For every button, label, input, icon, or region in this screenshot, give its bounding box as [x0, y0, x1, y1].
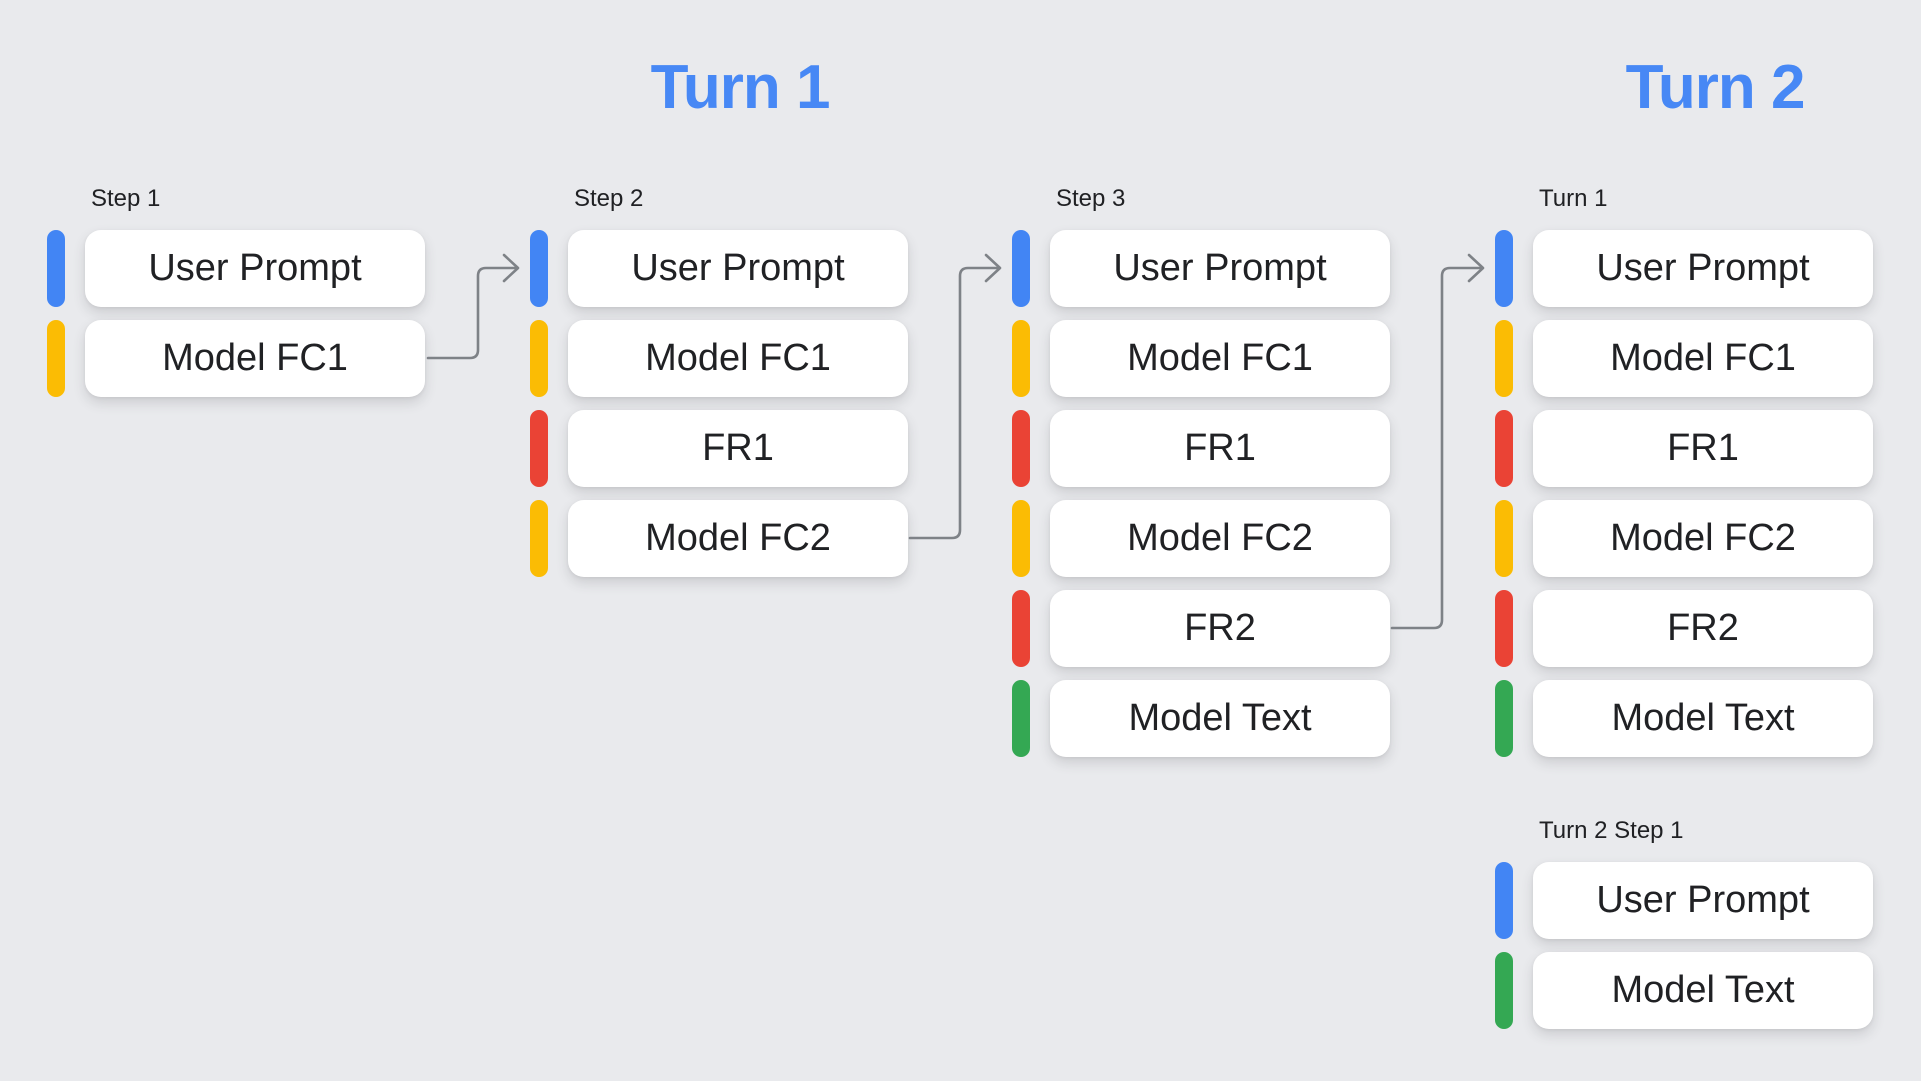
function-response-pill: [1012, 590, 1030, 667]
arrow-step2-to-step3: [908, 253, 1002, 540]
message-row: Model Text: [1495, 952, 1873, 1029]
message-row: User Prompt: [530, 230, 908, 307]
model-fc-pill: [1012, 320, 1030, 397]
model-fc-pill: [1012, 500, 1030, 577]
model-text-pill: [1495, 952, 1513, 1029]
model-fc-pill: [47, 320, 65, 397]
user-prompt-pill: [1012, 230, 1030, 307]
function-response-pill: [530, 410, 548, 487]
column-label: Turn 1: [1539, 185, 1608, 212]
message-box: User Prompt: [1533, 862, 1873, 939]
column-turn-2-step-1: Turn 2 Step 1 User Prompt Model Text: [1495, 818, 1873, 1029]
model-fc-pill: [1495, 320, 1513, 397]
message-row: FR1: [530, 410, 908, 487]
message-row: Model Text: [1012, 680, 1390, 757]
function-response-pill: [1495, 590, 1513, 667]
message-row: FR2: [1495, 590, 1873, 667]
message-box: User Prompt: [1050, 230, 1390, 307]
message-box: Model FC1: [85, 320, 425, 397]
model-fc-pill: [530, 320, 548, 397]
user-prompt-pill: [47, 230, 65, 307]
message-row: User Prompt: [1012, 230, 1390, 307]
message-row: Model Text: [1495, 680, 1873, 757]
message-box: Model FC2: [1533, 500, 1873, 577]
model-fc-pill: [530, 500, 548, 577]
user-prompt-pill: [1495, 230, 1513, 307]
message-row: User Prompt: [1495, 862, 1873, 939]
turn-2-title: Turn 2: [1625, 53, 1806, 122]
model-text-pill: [1012, 680, 1030, 757]
message-box: FR2: [1050, 590, 1390, 667]
message-box: Model FC2: [568, 500, 908, 577]
message-box: Model FC1: [1050, 320, 1390, 397]
message-box: FR1: [568, 410, 908, 487]
column-step-3: Step 3 User Prompt Model FC1 FR1 Model F…: [1012, 186, 1390, 757]
message-row: Model FC1: [530, 320, 908, 397]
column-turn-1-history: Turn 1 User Prompt Model FC1 FR1 Model F…: [1495, 186, 1873, 757]
arrowhead-icon: [502, 253, 520, 283]
message-row: Model FC2: [530, 500, 908, 577]
arrow-step3-to-turn1: [1390, 253, 1485, 630]
message-row: Model FC1: [1495, 320, 1873, 397]
user-prompt-pill: [1495, 862, 1513, 939]
column-label: Step 3: [1056, 185, 1126, 212]
message-box: FR2: [1533, 590, 1873, 667]
column-label: Turn 2 Step 1: [1539, 817, 1684, 844]
user-prompt-pill: [530, 230, 548, 307]
column-label: Step 1: [91, 185, 161, 212]
column-step-2: Step 2 User Prompt Model FC1 FR1 Model F…: [530, 186, 908, 577]
message-box: Model FC1: [568, 320, 908, 397]
message-row: User Prompt: [47, 230, 425, 307]
message-box: Model Text: [1050, 680, 1390, 757]
arrowhead-icon: [984, 253, 1002, 283]
message-row: Model FC1: [47, 320, 425, 397]
message-row: Model FC2: [1012, 500, 1390, 577]
message-row: User Prompt: [1495, 230, 1873, 307]
message-box: User Prompt: [85, 230, 425, 307]
column-step-1: Step 1 User Prompt Model FC1: [47, 186, 425, 397]
message-box: User Prompt: [568, 230, 908, 307]
message-box: Model Text: [1533, 680, 1873, 757]
message-box: FR1: [1050, 410, 1390, 487]
message-row: FR2: [1012, 590, 1390, 667]
message-row: FR1: [1495, 410, 1873, 487]
message-row: Model FC2: [1495, 500, 1873, 577]
message-box: Model FC1: [1533, 320, 1873, 397]
message-box: FR1: [1533, 410, 1873, 487]
message-row: Model FC1: [1012, 320, 1390, 397]
message-box: Model Text: [1533, 952, 1873, 1029]
message-box: Model FC2: [1050, 500, 1390, 577]
model-fc-pill: [1495, 500, 1513, 577]
arrow-step1-to-step2: [426, 253, 520, 360]
function-response-pill: [1495, 410, 1513, 487]
function-response-pill: [1012, 410, 1030, 487]
turn-1-title: Turn 1: [650, 53, 831, 122]
message-box: User Prompt: [1533, 230, 1873, 307]
column-label: Step 2: [574, 185, 644, 212]
arrowhead-icon: [1467, 253, 1485, 283]
model-text-pill: [1495, 680, 1513, 757]
message-row: FR1: [1012, 410, 1390, 487]
